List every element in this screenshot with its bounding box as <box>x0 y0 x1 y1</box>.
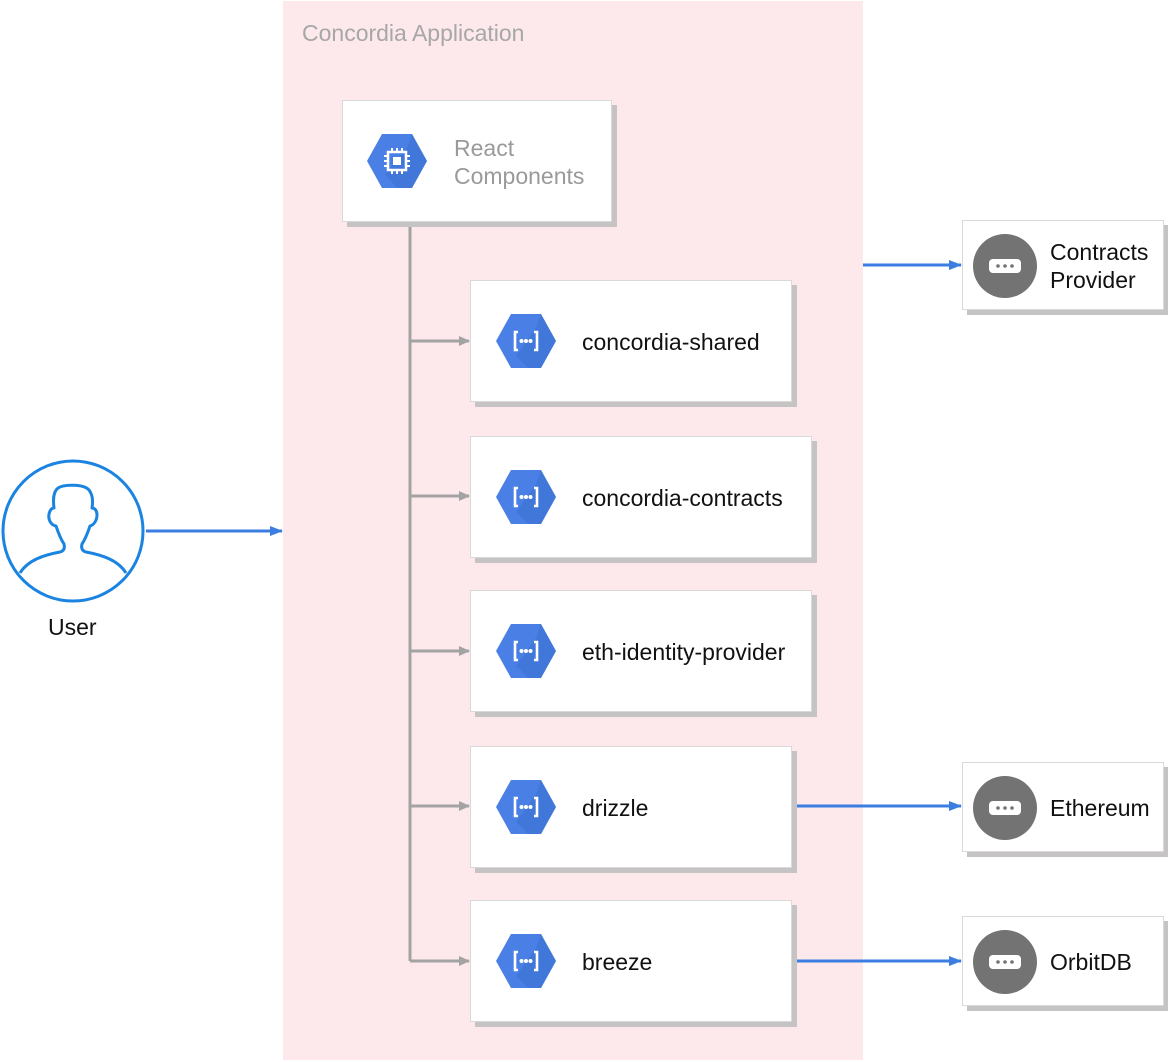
ellipsis-service-icon <box>973 234 1037 298</box>
module-card-eth-identity-provider: eth-identity-provider <box>470 590 812 712</box>
api-brackets-icon <box>496 624 556 678</box>
module-label: concordia-contracts <box>582 485 783 511</box>
external-label-line2: Provider <box>1050 267 1136 293</box>
react-components-label-line2: Components <box>454 163 585 189</box>
api-brackets-icon <box>496 780 556 834</box>
external-label-line1: Contracts <box>1050 239 1149 265</box>
external-label: Ethereum <box>1050 795 1150 821</box>
module-label: breeze <box>582 949 653 975</box>
ellipsis-service-icon <box>973 776 1037 840</box>
user-label: User <box>48 614 97 640</box>
module-label: concordia-shared <box>582 329 760 355</box>
external-card-ethereum: Ethereum <box>962 762 1164 852</box>
external-card-contracts-provider: Contracts Provider <box>962 220 1164 310</box>
react-components-label: React Components <box>454 134 584 190</box>
module-card-concordia-shared: concordia-shared <box>470 280 792 402</box>
api-brackets-icon <box>496 314 556 368</box>
module-label: eth-identity-provider <box>582 639 786 665</box>
react-components-card: React Components <box>342 100 612 222</box>
react-components-label-line1: React <box>454 135 515 161</box>
region-title: Concordia Application <box>302 20 525 46</box>
module-card-drizzle: drizzle <box>470 746 792 868</box>
user-avatar-icon <box>1 459 145 603</box>
module-card-breeze: breeze <box>470 900 792 1022</box>
api-brackets-icon <box>496 470 556 524</box>
module-label: drizzle <box>582 795 649 821</box>
processor-chip-icon <box>367 134 427 188</box>
external-label: Contracts Provider <box>1050 238 1148 294</box>
external-card-orbitdb: OrbitDB <box>962 916 1164 1006</box>
api-brackets-icon <box>496 934 556 988</box>
external-label: OrbitDB <box>1050 949 1132 975</box>
module-card-concordia-contracts: concordia-contracts <box>470 436 812 558</box>
ellipsis-service-icon <box>973 930 1037 994</box>
